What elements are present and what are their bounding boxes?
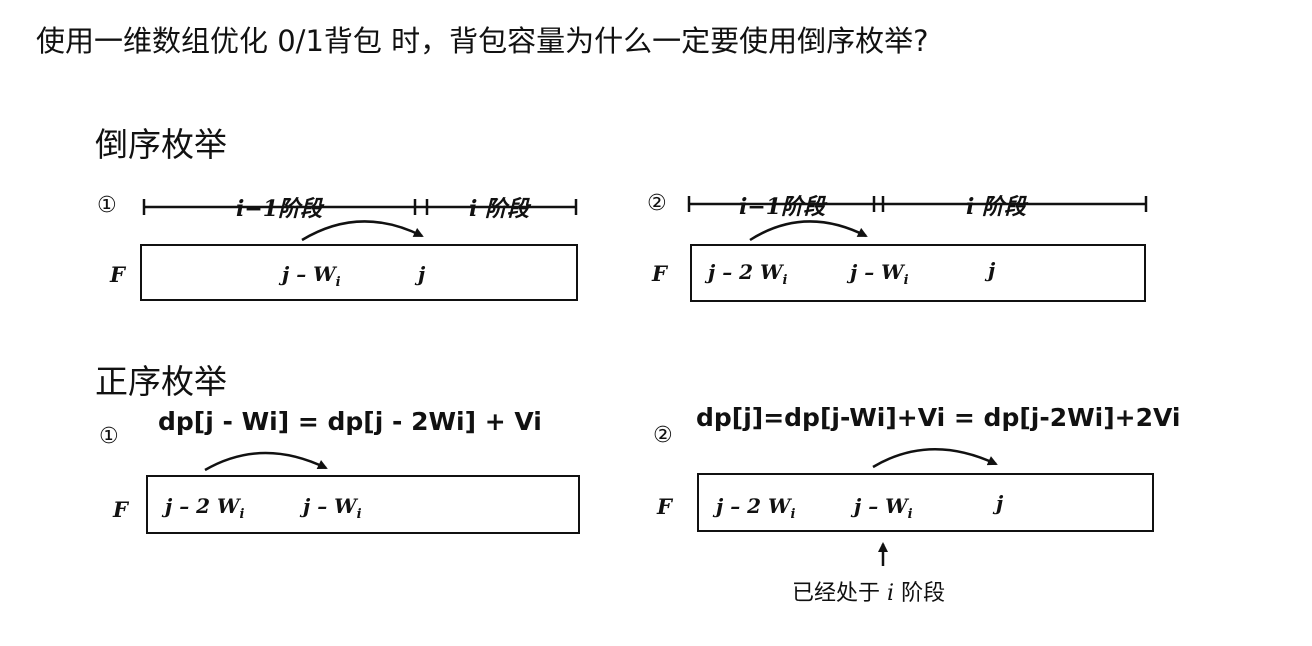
reverse-panel1-array xyxy=(140,244,578,301)
reverse-panel2-array xyxy=(690,244,1146,302)
reverse-panel1-cell-j: j xyxy=(418,262,426,286)
reverse-panel1-marker: ① xyxy=(97,193,117,218)
reverse-panel1-arrow xyxy=(301,220,424,242)
reverse-panel2-arrow xyxy=(749,220,868,242)
forward-panel1-equation: dp[j - Wi] = dp[j - 2Wi] + Vi xyxy=(158,407,542,436)
forward-panel2-marker: ② xyxy=(653,423,673,448)
forward-panel2-cell-j: j xyxy=(996,491,1004,515)
forward-panel1-row-label: F xyxy=(113,497,128,522)
question-title: 使用一维数组优化 0/1背包 时，背包容量为什么一定要使用倒序枚举? xyxy=(36,24,929,58)
forward-panel2-arrow xyxy=(872,448,998,469)
forward-panel1-array xyxy=(146,475,580,534)
reverse-panel2-cell-j: j xyxy=(988,258,996,282)
reverse-panel2-cell-j-minus-w: j – Wi xyxy=(850,260,909,288)
reverse-panel1-row-label: F xyxy=(110,262,125,287)
reverse-panel2-row-label: F xyxy=(652,261,667,286)
forward-panel2-equation: dp[j]=dp[j-Wi]+Vi = dp[j-2Wi]+2Vi xyxy=(696,403,1181,432)
reverse-panel2-cell-j-minus-2w: j – 2 Wi xyxy=(708,260,788,288)
forward-panel1-cell-j-minus-2w: j – 2 Wi xyxy=(165,494,245,522)
forward-panel2-note: 已经处于 i 阶段 xyxy=(792,581,946,606)
forward-panel2-row-label: F xyxy=(657,494,672,519)
forward-panel1-cell-j-minus-w: j – Wi xyxy=(303,494,362,522)
forward-panel1-arrow xyxy=(204,451,328,472)
reverse-panel2-marker: ② xyxy=(647,191,667,216)
reverse-panel2-stage-bar xyxy=(687,196,1148,212)
forward-panel2-cell-j-minus-w: j – Wi xyxy=(854,494,913,522)
reverse-panel1-cell-j-minus-w: j – Wi xyxy=(282,262,341,290)
forward-panel1-marker: ① xyxy=(99,424,119,449)
reverse-heading: 倒序枚举 xyxy=(95,125,227,164)
reverse-panel1-stage-bar xyxy=(142,199,578,215)
forward-panel2-cell-j-minus-2w: j – 2 Wi xyxy=(716,494,796,522)
forward-panel2-array xyxy=(697,473,1154,532)
forward-heading: 正序枚举 xyxy=(95,362,227,401)
